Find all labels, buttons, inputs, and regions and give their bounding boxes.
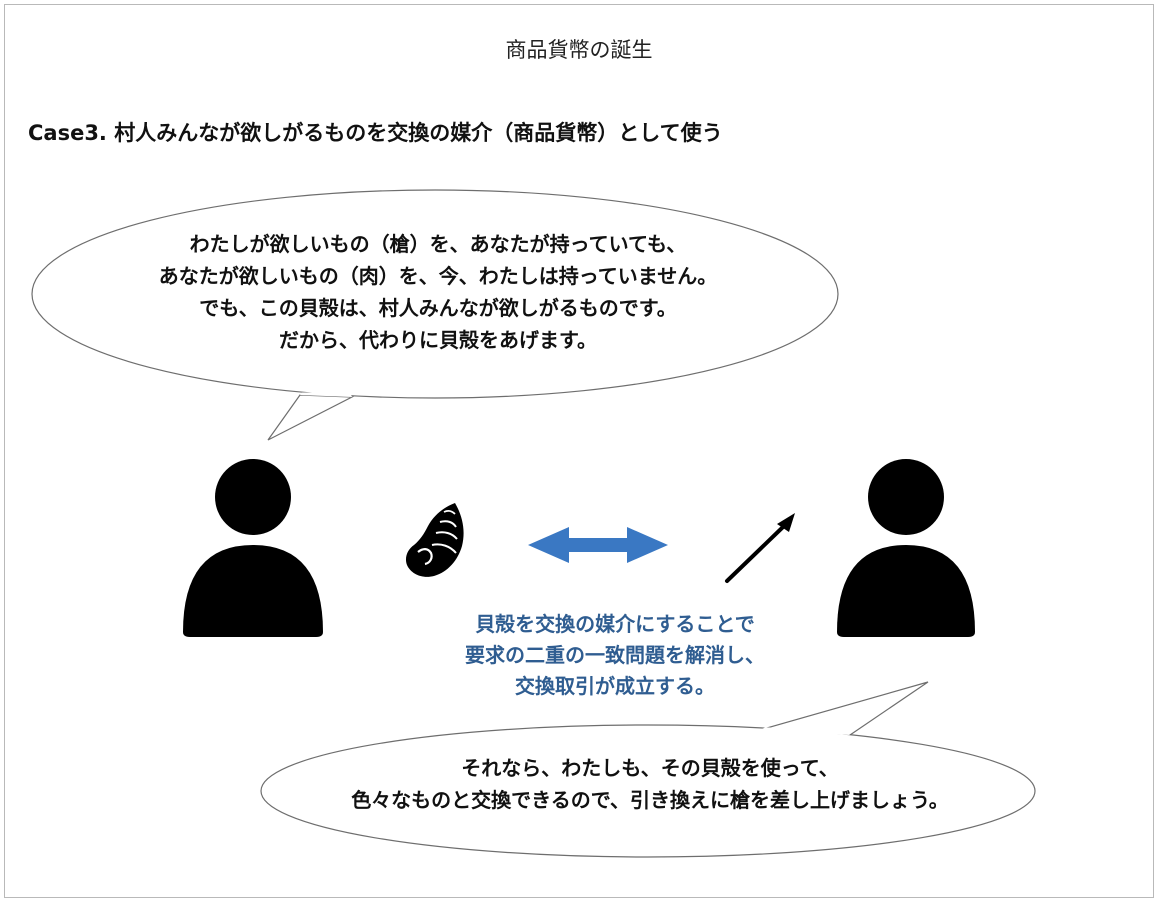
left-bubble-line: わたしが欲しいもの（槍）を、あなたが持っていても、 <box>189 232 687 256</box>
right-bubble-line: それなら、わたしも、その貝殻を使って、 <box>461 756 839 780</box>
left-bubble-line: あなたが欲しいもの（肉）を、今、わたしは持っていません。 <box>158 264 718 288</box>
caption-line: 要求の二重の一致問題を解消し、 <box>465 643 765 667</box>
left-speech-bubble <box>31 189 839 441</box>
right-bubble-text: それなら、わたしも、その貝殻を使って、 色々なものと交換できるので、引き換えに槍… <box>270 752 1030 816</box>
double-arrow-icon <box>528 527 668 563</box>
right-person-icon <box>837 459 975 637</box>
right-speech-bubble <box>260 681 1036 858</box>
left-bubble-line: だから、代わりに貝殻をあげます。 <box>279 328 597 352</box>
center-caption: 貝殻を交換の媒介にすることで 要求の二重の一致問題を解消し、 交換取引が成立する… <box>380 609 850 702</box>
shell-icon <box>405 503 464 577</box>
caption-line: 貝殻を交換の媒介にすることで <box>475 612 755 636</box>
page-title: 商品貨幣の誕生 <box>505 38 653 62</box>
left-bubble-text: わたしが欲しいもの（槍）を、あなたが持っていても、 あなたが欲しいもの（肉）を、… <box>58 228 818 356</box>
case-heading: Case3. 村人みんなが欲しがるものを交換の媒介（商品貨幣）として使う <box>28 121 723 145</box>
left-bubble-line: でも、この貝殻は、村人みんなが欲しがるものです。 <box>199 296 677 320</box>
caption-line: 交換取引が成立する。 <box>515 674 715 698</box>
spear-icon <box>725 513 795 583</box>
slide-frame <box>4 4 1154 898</box>
right-bubble-line: 色々なものと交換できるので、引き換えに槍を差し上げましょう。 <box>351 788 949 812</box>
left-person-icon <box>183 459 323 637</box>
